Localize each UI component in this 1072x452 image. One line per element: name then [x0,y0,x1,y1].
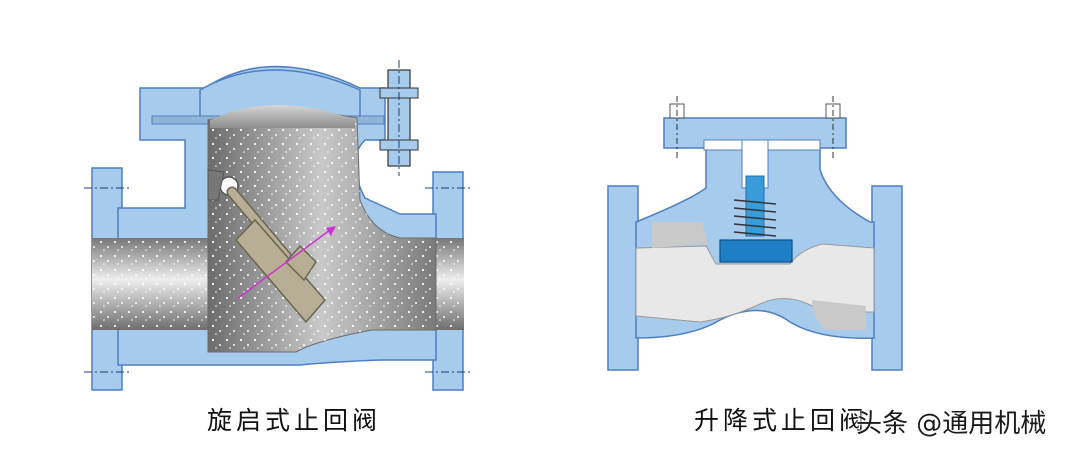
swing-disc-assembly [226,186,326,324]
lift-outlet-flange [871,185,903,371]
lift-check-valve-diagram [607,96,903,371]
bonnet-cover [199,69,361,119]
lift-inlet-flange [607,185,639,371]
lift-bonnet-bolt-left [669,96,685,160]
lift-spring [733,199,777,237]
disc-nut [284,244,317,282]
lift-lower-chamber [652,222,708,248]
swing-check-valve-caption: 旋启式止回阀 [207,406,382,435]
flow-direction-arrow [237,226,336,299]
swing-disc [234,218,326,324]
lift-stem [745,175,765,237]
hinge-bracket [207,169,225,201]
source-watermark: 头条 @通用机械 [856,409,1047,439]
lift-check-valve-caption: 升降式止回阀 [694,406,869,435]
swing-check-valve-diagram [84,60,470,391]
lift-bonnet-bolt-right [825,96,841,160]
bonnet-bolt [379,60,419,176]
lift-disc [719,239,793,263]
bonnet-cavity [210,105,355,128]
